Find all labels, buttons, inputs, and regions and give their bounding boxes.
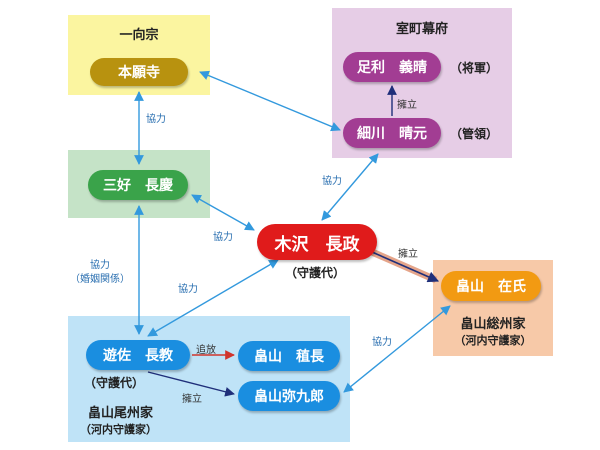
node-hatakeyama-arieji: 畠山 在氏: [441, 271, 541, 301]
role-yoshiharu: （将軍）: [450, 61, 499, 75]
group-subtitle-bisyu: （河内守護家）: [80, 423, 157, 436]
node-miyoshi-nagayoshi: 三好 長慶: [88, 170, 188, 200]
node-honganji: 本願寺: [90, 58, 188, 86]
edge-label-nagamori-nagamasa: 協力: [178, 284, 198, 295]
edge-nagamori-yakuro: [147, 371, 235, 397]
edge-nagamori-nagamasa: [147, 259, 279, 337]
node-hatakeyama-takanaga: 畠山 稙長: [238, 341, 340, 371]
edge-label-harumoto-nagamasa: 協力: [322, 176, 342, 187]
edge-label-yakuro-arieji: 協力: [372, 337, 392, 348]
node-kizawa-nagamasa: 木沢 長政: [257, 224, 377, 260]
node-hatakeyama-yakuro: 畠山弥九郎: [238, 381, 340, 411]
group-title-sosyu: 畠山総州家: [460, 317, 526, 332]
group-hatakeyama-bisyu: [68, 316, 350, 442]
edge-label-nagayoshi-nagamori: 協力: [90, 260, 110, 271]
edge-yakuro-arieji: [343, 305, 451, 393]
node-yusa-nagamori: 遊佐 長教: [86, 340, 190, 370]
edge-label-nagamasa-arieji: 擁立: [398, 249, 418, 260]
role-harumoto: （管領）: [450, 127, 499, 141]
edge-label-honganji-nagayoshi: 協力: [146, 114, 166, 125]
group-title-ikko: 一向宗: [119, 28, 159, 43]
node-hosokawa-harumoto: 細川 晴元: [343, 118, 441, 148]
edge-label-nagayoshi-nagamasa: 協力: [213, 232, 233, 243]
group-title-bisyu: 畠山尾州家: [88, 406, 154, 421]
edge-harumoto-nagamasa: [321, 153, 379, 221]
role-nagamasa: （守護代）: [285, 266, 346, 280]
edge-label-harumoto-yoshiharu: 擁立: [397, 100, 417, 111]
group-subtitle-sosyu: （河内守護家）: [454, 334, 532, 347]
edge-nagayoshi-nagamasa: [191, 194, 255, 231]
edge-label-nagamori-takanaga: 追放: [196, 345, 216, 356]
role-nagamori: （守護代）: [84, 376, 145, 390]
edge-nagamasa-arieji: [371, 251, 440, 283]
node-ashikaga-yoshiharu: 足利 義晴: [343, 52, 441, 82]
edge-honganji-harumoto: [199, 70, 341, 132]
edge-label-nagamori-yakuro: 擁立: [182, 394, 202, 405]
edge-label-nagayoshi-nagamori-sub: （婚姻関係）: [70, 274, 130, 285]
group-title-muromachi: 室町幕府: [395, 22, 449, 37]
